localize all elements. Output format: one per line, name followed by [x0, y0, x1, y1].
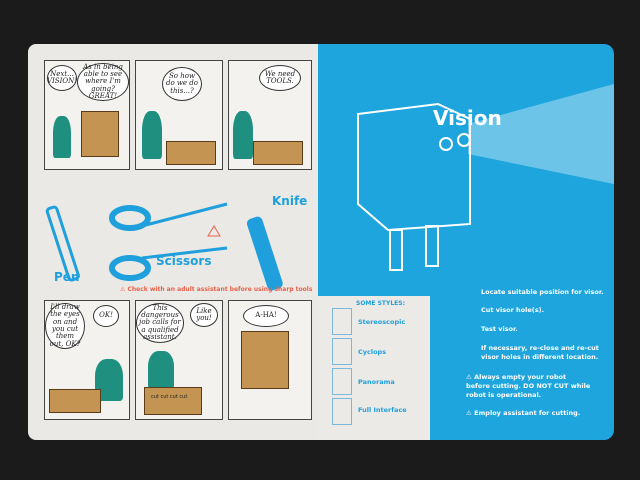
speech-bubble: This dangerous job calls for a qualified… — [136, 303, 184, 343]
comic-panel-5: This dangerous job calls for a qualified… — [135, 300, 223, 420]
cardboard-box — [49, 389, 101, 413]
speech-bubble: Like you! — [190, 303, 218, 327]
panorama-icon — [332, 368, 352, 395]
style-label: Full Interface — [358, 406, 407, 414]
tools-warning: ⚠ Check with an adult assistant before u… — [120, 286, 313, 293]
stereoscopic-icon — [332, 308, 352, 335]
instruction: If necessary, re-close and re-cut visor … — [481, 344, 599, 361]
warning-note: ⚠ Always empty your robot before cutting… — [466, 373, 591, 399]
styles-legend: SOME STYLES: Stereoscopic Cyclops Panora… — [318, 296, 430, 440]
knife-label: Knife — [272, 194, 308, 208]
speech-bubble: I'll draw the eyes on and you cut them o… — [45, 303, 85, 349]
instruction: Locate suitable position for visor. — [481, 288, 604, 296]
eye-icon — [457, 133, 471, 147]
warning-text: Employ assistant for cutting. — [474, 409, 581, 417]
comic-panel-6: A-HA! — [228, 300, 312, 420]
scissors-icon — [109, 202, 228, 281]
speech-bubble: So how do we do this...? — [162, 67, 202, 101]
warning-text: Check with an adult assistant before usi… — [127, 286, 313, 293]
speech-bubble: As in being able to see where I'm going?… — [77, 63, 129, 101]
style-label: Stereoscopic — [358, 318, 406, 326]
comic-panel-4: I'll draw the eyes on and you cut them o… — [44, 300, 130, 420]
eye-icon — [439, 137, 453, 151]
cardboard-box — [81, 111, 119, 157]
speech-bubble: OK! — [93, 305, 119, 327]
girl-figure — [233, 111, 253, 159]
left-page: Next... VISION! As in being able to see … — [28, 44, 318, 440]
pen-icon — [45, 205, 80, 282]
comic-panel-1: Next... VISION! As in being able to see … — [44, 60, 130, 170]
instruction: Test visor. — [481, 325, 518, 333]
open-book: Next... VISION! As in being able to see … — [28, 44, 614, 440]
speech-bubble: Next... VISION! — [47, 65, 77, 91]
warning-note: ⚠ Employ assistant for cutting. — [466, 409, 581, 417]
warning-icon — [207, 225, 221, 237]
speech-bubble: A-HA! — [243, 305, 289, 327]
robot-visor-illustration — [357, 84, 614, 271]
warning-text: Always empty your robot before cutting. … — [466, 373, 591, 399]
styles-heading: SOME STYLES: — [356, 300, 405, 307]
style-label: Panorama — [358, 378, 395, 386]
girl-figure — [53, 116, 71, 158]
cardboard-box — [253, 141, 303, 165]
vision-beam — [468, 84, 614, 184]
tools-illustration — [45, 202, 283, 291]
cyclops-icon — [332, 338, 352, 365]
speech-bubble: We need TOOLS. — [259, 65, 301, 91]
instruction: Cut visor hole(s). — [481, 306, 545, 314]
comic-panel-3: We need TOOLS. — [228, 60, 312, 170]
girl-figure — [148, 351, 174, 389]
knife-icon — [246, 216, 283, 291]
cardboard-box — [241, 331, 289, 389]
girl-figure — [142, 111, 162, 159]
cardboard-box: cut cut cut cut — [144, 387, 202, 415]
pen-label: Pen — [54, 270, 80, 284]
cardboard-box — [166, 141, 216, 165]
page-title: Vision — [433, 106, 502, 130]
style-label: Cyclops — [358, 348, 387, 356]
full-interface-icon — [332, 398, 352, 425]
comic-panel-2: So how do we do this...? — [135, 60, 223, 170]
box-robot — [357, 102, 471, 232]
scissors-label: Scissors — [156, 254, 212, 268]
